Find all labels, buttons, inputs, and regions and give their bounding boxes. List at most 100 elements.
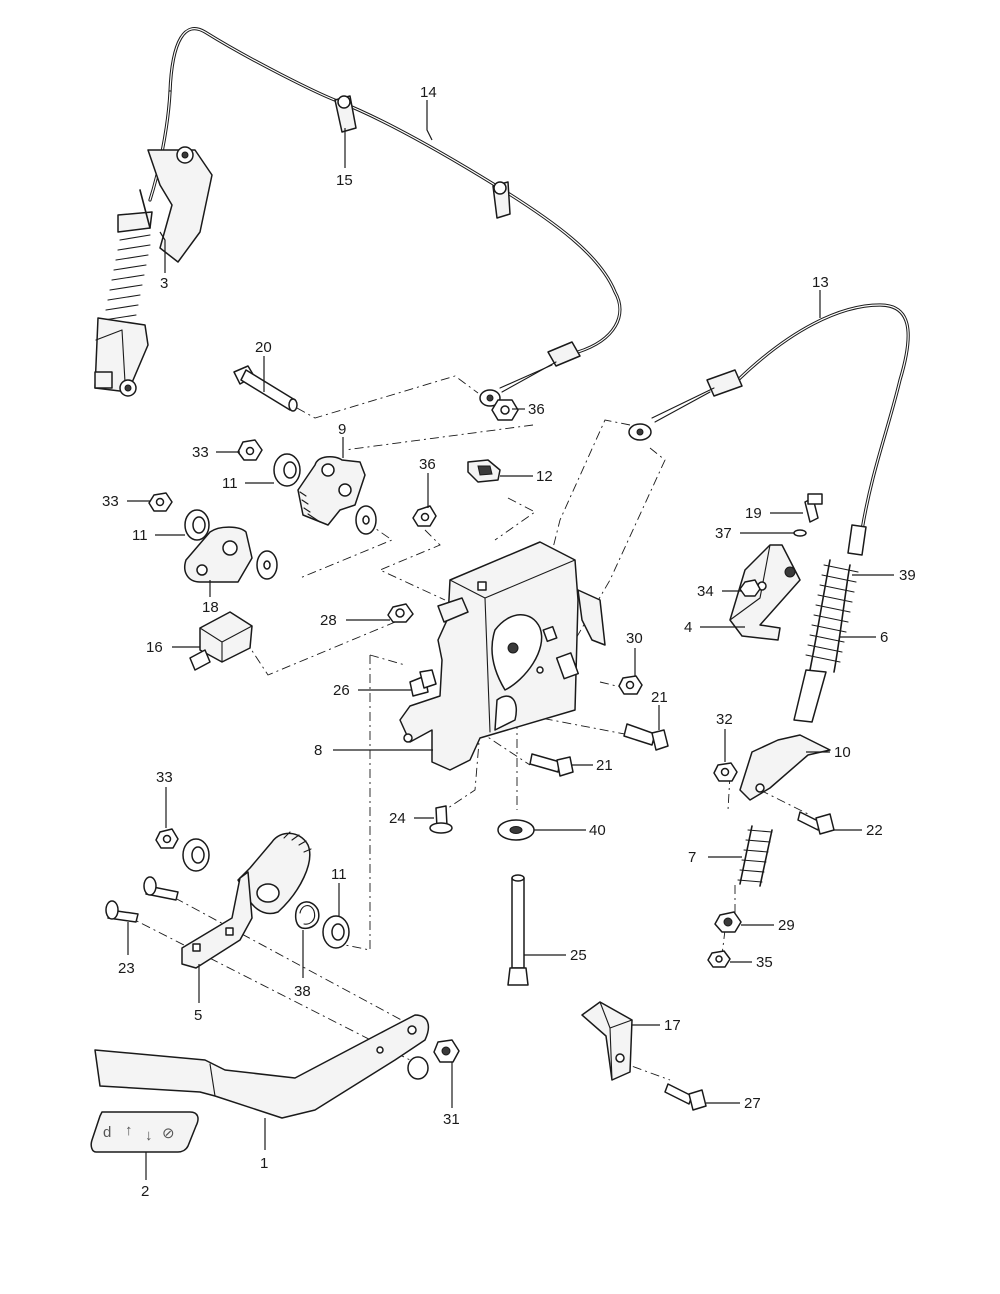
callout-11-left: 11 <box>132 527 148 544</box>
washer-flat-upper <box>355 505 377 535</box>
link-plate-18 <box>184 526 253 583</box>
nut-32 <box>713 762 738 782</box>
callout-25: 25 <box>570 947 587 964</box>
callout-6: 6 <box>880 629 888 646</box>
callout-15: 15 <box>336 172 353 189</box>
pawl-plate-9 <box>297 455 366 526</box>
callout-26: 26 <box>333 682 350 699</box>
callout-11-lower: 11 <box>331 866 347 883</box>
clip-38 <box>294 901 320 930</box>
main-bracket-8 <box>399 541 606 771</box>
switch-16 <box>189 611 253 671</box>
rod-6 <box>793 669 827 723</box>
washer-37 <box>793 529 807 537</box>
callout-11-upper: 11 <box>222 475 238 492</box>
callout-34: 34 <box>697 583 714 600</box>
callout-14: 14 <box>420 84 437 101</box>
callout-27: 27 <box>744 1095 761 1112</box>
callout-30: 30 <box>626 630 643 647</box>
nut-30 <box>618 675 643 695</box>
callout-19: 19 <box>745 505 762 522</box>
callout-4: 4 <box>684 619 692 636</box>
decal-symbol-down: ↓ <box>145 1127 153 1144</box>
nut-35 <box>707 950 731 968</box>
pin-23-a <box>105 900 139 923</box>
nut-28 <box>387 603 414 623</box>
cable-14 <box>148 27 622 407</box>
callout-33-lower: 33 <box>156 769 173 786</box>
callout-28: 28 <box>320 612 337 629</box>
callout-35: 35 <box>756 954 773 971</box>
callout-24: 24 <box>389 810 406 827</box>
callout-13: 13 <box>812 274 829 291</box>
callout-7: 7 <box>688 849 696 866</box>
callout-36-mid: 36 <box>419 456 436 473</box>
callout-38: 38 <box>294 983 311 1000</box>
screw-24 <box>429 805 453 834</box>
bolt-25 <box>507 874 529 986</box>
callout-12: 12 <box>536 468 553 485</box>
callout-labels: 14 15 3 20 36 13 9 33 11 36 12 33 11 18 … <box>102 84 916 1200</box>
clip-nut-12 <box>467 459 501 483</box>
bracket-17 <box>581 1001 633 1081</box>
bracket-10 <box>739 734 831 801</box>
pedal-lever-1 <box>94 1014 430 1119</box>
nut-36-mid <box>412 505 437 527</box>
callout-3: 3 <box>160 275 168 292</box>
nut-33-left <box>148 492 173 512</box>
callout-2: 2 <box>141 1183 149 1200</box>
callout-9: 9 <box>338 421 346 438</box>
callout-37: 37 <box>715 525 732 542</box>
nut-31 <box>407 1039 460 1080</box>
callout-5: 5 <box>194 1007 202 1024</box>
washer-11-upper <box>273 453 301 487</box>
callout-16: 16 <box>146 639 163 656</box>
callout-8: 8 <box>314 742 322 759</box>
callout-23: 23 <box>118 960 135 977</box>
pivot-plate-5 <box>181 871 253 969</box>
bolt-21-upper <box>623 723 669 751</box>
nut-34 <box>739 579 761 597</box>
stud-26 <box>409 669 437 697</box>
spring-bracket-assembly-3 <box>94 146 213 397</box>
nut-33-lower <box>155 828 179 849</box>
pin-23-b <box>143 876 179 901</box>
leader-lines <box>127 100 894 1180</box>
spring-assembly-39 <box>805 524 867 673</box>
nut-29 <box>714 911 742 933</box>
callout-40: 40 <box>589 822 606 839</box>
spring-7 <box>737 825 773 887</box>
decal-2: d ↑ ↓ ⊘ <box>90 1111 199 1153</box>
callout-10: 10 <box>834 744 851 761</box>
cable-clip-15 <box>334 95 511 219</box>
washer-11-left <box>184 509 210 541</box>
callout-33-upper: 33 <box>192 444 209 461</box>
decal-symbol-up: ↑ <box>125 1122 133 1139</box>
callout-29: 29 <box>778 917 795 934</box>
callout-17: 17 <box>664 1017 681 1034</box>
callout-32: 32 <box>716 711 733 728</box>
callout-1: 1 <box>260 1155 268 1172</box>
callout-31: 31 <box>443 1111 460 1128</box>
bolt-21-lower <box>529 753 574 777</box>
decal-symbol-left: d <box>103 1124 111 1141</box>
callout-18: 18 <box>202 599 219 616</box>
washer-flat-left <box>256 550 278 580</box>
callout-22: 22 <box>866 822 883 839</box>
bolt-22 <box>797 811 835 835</box>
callout-33-left: 33 <box>102 493 119 510</box>
callout-39: 39 <box>899 567 916 584</box>
bolt-27 <box>664 1083 707 1111</box>
washer-lower <box>182 838 210 872</box>
decal-symbol-right: ⊘ <box>162 1125 175 1142</box>
bracket-4 <box>729 544 801 641</box>
bolt-19 <box>804 493 823 523</box>
cable-13 <box>628 303 910 532</box>
washer-40 <box>497 819 535 841</box>
washer-11-lower <box>322 915 350 949</box>
nut-33-upper <box>237 439 263 461</box>
callout-36-upper: 36 <box>528 401 545 418</box>
nut-36-upper <box>491 399 519 421</box>
callout-21-lower: 21 <box>596 757 613 774</box>
